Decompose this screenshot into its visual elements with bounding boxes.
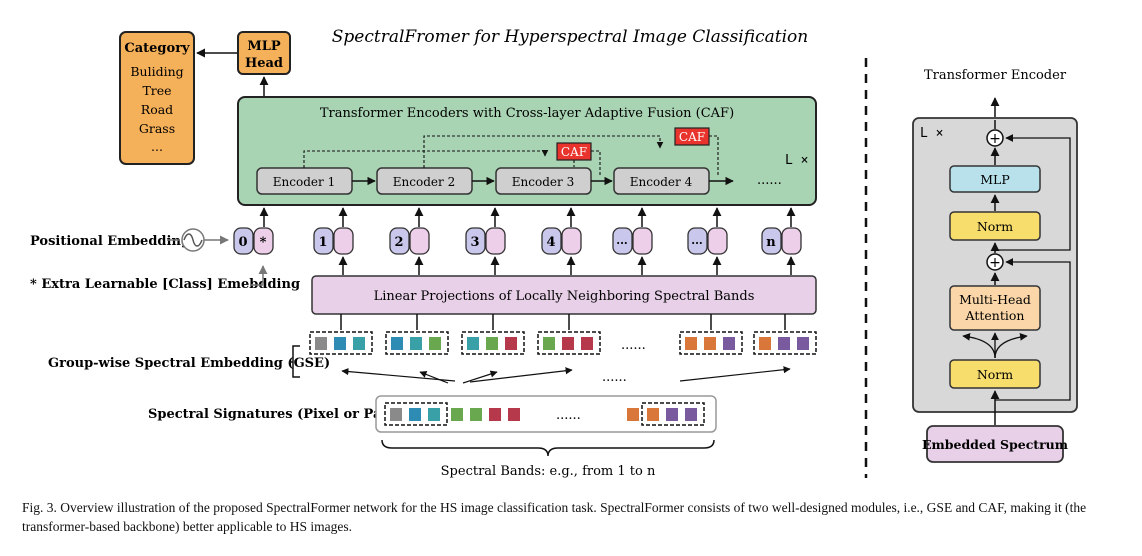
encoders-panel: Transformer Encoders with Cross-layer Ad… — [237, 96, 817, 206]
token-id: 2 — [394, 235, 403, 250]
residual-add-middle — [986, 253, 1004, 271]
spectral-signatures-label: Spectral Signatures (Pixel or Patch) — [148, 407, 411, 422]
token-3: 3 — [465, 227, 506, 255]
mlp-label: MLP — [980, 172, 1010, 187]
mlp-head-line1: MLP — [247, 39, 281, 54]
sinusoid-wave — [183, 233, 203, 247]
embedded-spectrum-label: Embedded Spectrum — [922, 437, 1068, 452]
encoder-1-label: Encoder 1 — [273, 175, 335, 189]
signature-ellipsis: ...... — [556, 408, 581, 423]
token-id: 0 — [238, 235, 247, 250]
gse-group-4 — [537, 331, 601, 355]
norm-block-bottom — [949, 359, 1041, 389]
token-4: 4 — [541, 227, 582, 255]
attention-line2: Attention — [965, 308, 1025, 323]
encoders-repeat-label: L × — [785, 153, 808, 168]
mlp-head-box: MLP Head — [237, 31, 291, 75]
svg-text:+: + — [989, 131, 1001, 147]
gse-bracket — [289, 345, 300, 378]
encoders-ellipsis: ...... — [757, 173, 782, 188]
token-n: n — [761, 227, 802, 255]
encoders-panel-title: Transformer Encoders with Cross-layer Ad… — [320, 106, 734, 121]
gse-group-5 — [679, 331, 743, 355]
right-repeat-label: L × — [920, 126, 943, 141]
encoder-4-label: Encoder 4 — [630, 175, 693, 189]
category-item: Road — [141, 102, 173, 117]
fanout-ellipsis: ...... — [602, 370, 627, 385]
right-panel-title: Transformer Encoder — [924, 68, 1067, 83]
token-id: 1 — [318, 235, 327, 250]
residual-add-top — [986, 129, 1004, 147]
gse-ellipsis: ...... — [621, 338, 646, 353]
gse-group-6 — [753, 331, 817, 355]
token-id: 4 — [546, 235, 555, 250]
encoder-3-label: Encoder 3 — [512, 175, 574, 189]
gse-label: Group-wise Spectral Embedding (GSE) — [48, 356, 330, 371]
class-token: 0 * — [233, 227, 274, 255]
signature-bands-right — [627, 402, 705, 426]
gse-group-2 — [385, 331, 449, 355]
positional-embedding-label: Positional Embedding — [30, 234, 190, 249]
caf-label-2: CAF — [679, 130, 705, 144]
spectral-signature-strip — [375, 395, 717, 433]
category-box: Category Buliding Tree Road Grass ... — [119, 31, 195, 165]
token-id: 3 — [470, 235, 479, 250]
norm-label-top: Norm — [977, 219, 1013, 234]
token-id: ... — [616, 234, 628, 247]
token-ellipsis-2: ... — [687, 227, 728, 255]
norm-label-bottom: Norm — [977, 367, 1013, 382]
residual-skip-top — [995, 134, 1071, 251]
figure-caption: Fig. 3. Overview illustration of the pro… — [22, 500, 1087, 534]
category-item: Grass — [139, 121, 175, 136]
class-token-mark: * — [260, 235, 267, 250]
token-2: 2 — [389, 227, 430, 255]
embedded-spectrum-box — [926, 425, 1064, 463]
category-item: Tree — [142, 83, 171, 98]
svg-text:+: + — [989, 255, 1001, 271]
category-item: Buliding — [130, 64, 183, 79]
mlp-head-line2: Head — [245, 56, 283, 71]
linear-projection-label: Linear Projections of Locally Neighborin… — [374, 289, 755, 304]
signature-bands-left — [384, 402, 520, 426]
attention-line1: Multi-Head — [959, 292, 1031, 307]
caf-label-1: CAF — [561, 145, 587, 159]
spectral-bands-label: Spectral Bands: e.g., from 1 to n — [441, 464, 656, 479]
token-ellipsis-1: ... — [612, 227, 653, 255]
class-embedding-arrow — [250, 265, 268, 286]
encoder-2-label: Encoder 2 — [393, 175, 455, 189]
norm-block-top — [949, 211, 1041, 241]
residual-skip-bottom — [995, 258, 1071, 401]
gse-group-1 — [309, 331, 373, 355]
category-item: ... — [151, 139, 163, 154]
linear-projection-box — [311, 275, 817, 315]
token-id: ... — [691, 234, 703, 247]
class-embedding-note: * Extra Learnable [Class] Emebdding — [30, 277, 300, 292]
spectral-bands-brace — [381, 439, 715, 457]
token-id: n — [766, 235, 776, 250]
token-1: 1 — [313, 227, 354, 255]
diagram-title: SpectralFromer for Hyperspectral Image C… — [332, 27, 808, 47]
gse-group-3 — [461, 331, 525, 355]
attention-block — [949, 285, 1041, 331]
category-title: Category — [124, 41, 190, 56]
mlp-block — [949, 165, 1041, 193]
